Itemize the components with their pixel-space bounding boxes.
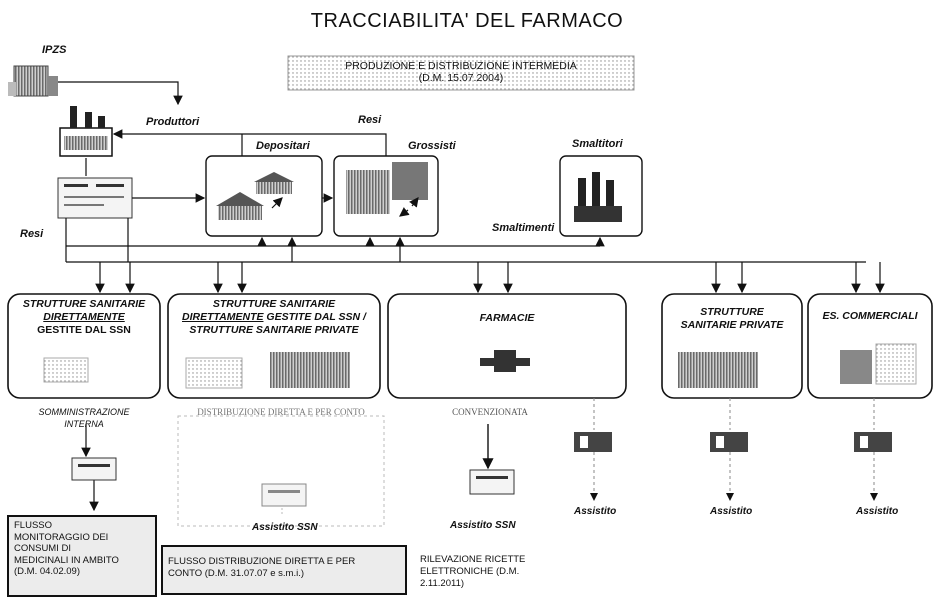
caption-assistito-1: Assistito <box>574 506 617 517</box>
title-ssn-mixed: STRUTTURE SANITARIE DIRETTAMENTE GESTITE… <box>168 298 380 337</box>
warehouse-icon <box>216 172 294 220</box>
flow-text-distribuzione: FLUSSO DISTRIBUZIONE DIRETTA E PER CONTO… <box>168 556 404 580</box>
production-line1: PRODUZIONE E DISTRIBUZIONE INTERMEDIA <box>345 60 577 72</box>
structure-box-farmacie <box>387 293 627 399</box>
ssn-mixed-line1: STRUTTURE SANITARIE <box>212 298 336 310</box>
label-depositari: Depositari <box>256 140 310 152</box>
somministrazione-line1: SOMMINISTRAZIONE <box>38 407 130 417</box>
card-icon-6 <box>854 432 892 452</box>
production-box <box>287 55 635 91</box>
distribuzione-line2: CONTO (D.M. 31.07.07 e s.m.i.) <box>168 568 305 579</box>
monitoraggio-line4: MEDICINALI IN AMBITO <box>14 554 119 566</box>
incinerator-icon <box>574 172 622 222</box>
somministrazione-line2: INTERNA <box>64 419 104 429</box>
ricette-line2: ELETTRONICHE (D.M. <box>420 566 520 577</box>
distribuzione-line1: FLUSSO DISTRIBUZIONE DIRETTA E PER <box>168 556 356 567</box>
production-box-text: PRODUZIONE E DISTRIBUZIONE INTERMEDIA (D… <box>288 60 634 84</box>
flow-text-ricette: RILEVAZIONE RICETTE ELETTRONICHE (D.M. 2… <box>420 554 580 590</box>
ssn-direct-line3: GESTITE DAL SSN <box>37 324 131 336</box>
title-private: STRUTTURE SANITARIE PRIVATE <box>662 306 802 332</box>
title-ssn-direct: STRUTTURE SANITARIE DIRETTAMENTE GESTITE… <box>8 298 160 337</box>
card-icon-2 <box>261 483 307 507</box>
flow-box-distribuzione <box>161 545 407 595</box>
card-icon-1 <box>71 457 117 481</box>
title-farmacie: FARMACIE <box>479 312 535 324</box>
caption-assistito-ssn-1: Assistito SSN <box>252 522 318 533</box>
label-ipzs: IPZS <box>42 44 67 56</box>
label-resi-left: Resi <box>20 228 44 240</box>
monitoraggio-line2: MONITORAGGIO DEI <box>14 531 109 543</box>
distribution-area <box>177 415 385 527</box>
ricette-line3: 2.11.2011) <box>420 578 465 589</box>
label-smaltitori: Smaltitori <box>572 138 623 150</box>
caption-distribuzione: DISTRIBUZIONE DIRETTA E PER CONTO <box>197 407 365 417</box>
ricette-line1: RILEVAZIONE RICETTE <box>420 554 526 565</box>
label-smaltimenti: Smaltimenti <box>492 222 555 234</box>
private-line1: STRUTTURE <box>700 306 764 318</box>
private-line2: SANITARIE PRIVATE <box>680 319 784 331</box>
caption-convenzionata: CONVENZIONATA <box>452 407 528 417</box>
label-resi-top: Resi <box>358 114 382 126</box>
label-grossisti: Grossisti <box>408 140 456 152</box>
ssn-mixed-line2b: GESTITE DAL SSN / <box>263 311 366 323</box>
card-icon-3 <box>469 469 515 495</box>
card-icon-4 <box>574 432 612 452</box>
monitoraggio-line1: FLUSSO <box>14 520 53 531</box>
barcode-label-icon <box>57 177 133 219</box>
label-produttori: Produttori <box>146 116 200 128</box>
caption-assistito-2: Assistito <box>710 506 753 517</box>
production-line2: (D.M. 15.07.2004) <box>418 72 504 84</box>
factory-icon <box>59 106 113 157</box>
flow-box-monitoraggio <box>7 515 157 597</box>
card-icon-5 <box>710 432 748 452</box>
smaltitori-box <box>559 155 643 237</box>
monitoraggio-line3: CONSUMI DI <box>14 543 71 554</box>
ssn-mixed-line3: STRUTTURE SANITARIE PRIVATE <box>189 324 359 336</box>
page-title: TRACCIABILITA' DEL FARMACO <box>310 10 624 32</box>
ssn-direct-line1: STRUTTURE SANITARIE <box>22 298 146 310</box>
warehouse-icon-2 <box>346 162 428 217</box>
title-commercial: ES. COMMERCIALI <box>822 310 918 322</box>
ipzs-building-icon <box>8 65 58 97</box>
ssn-mixed-line2a: DIRETTAMENTE <box>182 311 264 323</box>
caption-somministrazione: SOMMINISTRAZIONE INTERNA <box>8 406 160 430</box>
monitoraggio-line5: (D.M. 04.02.09) <box>14 566 80 577</box>
caption-assistito-3: Assistito <box>856 506 899 517</box>
flow-text-monitoraggio: FLUSSO MONITORAGGIO DEI CONSUMI DI MEDIC… <box>14 520 154 578</box>
caption-assistito-ssn-2: Assistito SSN <box>450 520 516 531</box>
ssn-direct-line2: DIRETTAMENTE <box>43 311 125 323</box>
depositari-box <box>205 155 323 237</box>
